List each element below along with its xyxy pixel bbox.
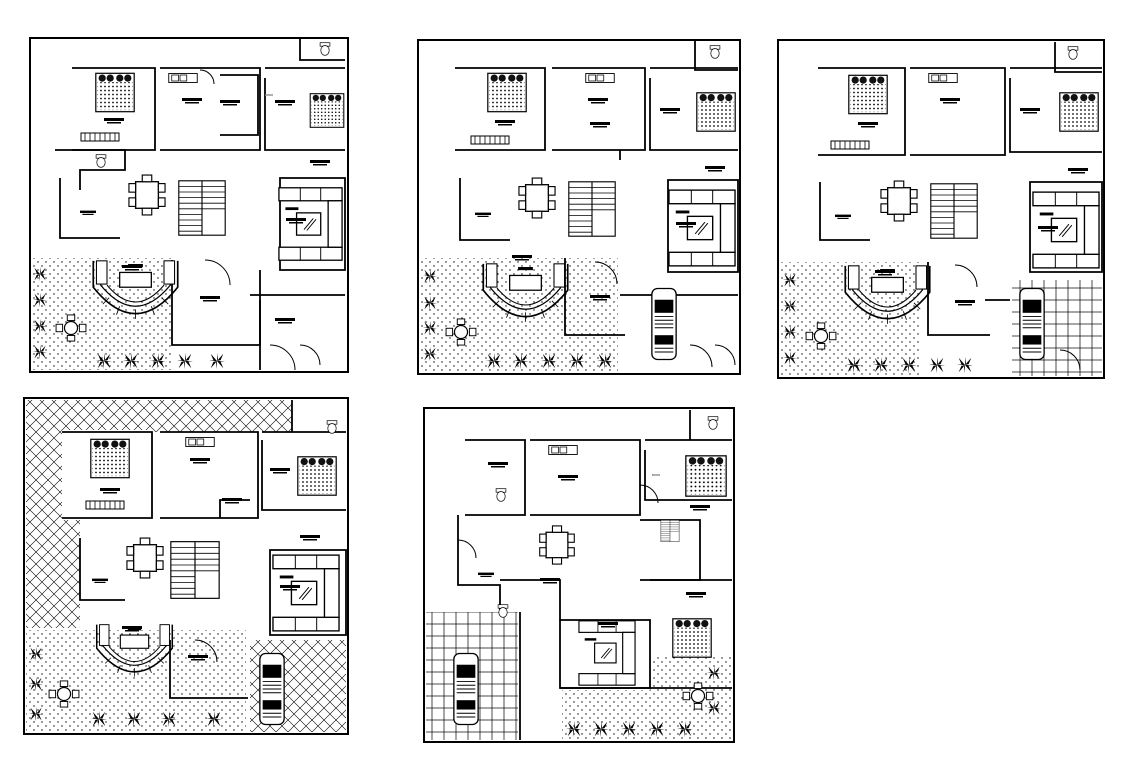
plan-5-lawn-2 [650, 655, 732, 690]
floor-plan-5 [423, 407, 735, 743]
plan-5-kitchen-counter [548, 444, 578, 456]
plan-1-bed-2 [309, 93, 345, 128]
floor-plan-4 [23, 397, 349, 735]
plan-5-toilet-2 [495, 488, 507, 502]
plan-5-bed [685, 455, 727, 497]
plan-2-kitchen-counter [585, 72, 615, 84]
plan-1-stairs [178, 180, 226, 236]
plan-5-wardrobe [652, 472, 660, 478]
plan-1-doors [199, 69, 321, 371]
plan-4-kitchen-counter [185, 436, 215, 448]
floor-plan-1 [29, 37, 349, 373]
plan-5-toilet [707, 416, 719, 430]
plan-3-kitchen-counter [928, 72, 958, 84]
plan-4-wardrobe [85, 500, 125, 510]
plan-5-washbasin [497, 604, 509, 618]
plan-3-bed [848, 74, 888, 115]
plan-2-car [651, 287, 677, 361]
plan-3-stairs [930, 183, 978, 239]
plan-5-car [453, 652, 479, 726]
plan-4-bed [90, 438, 130, 479]
plan-4-hatched-area [26, 400, 292, 628]
plan-1-kitchen-counter [168, 72, 198, 84]
plan-1-wardrobe [80, 132, 120, 142]
plan-4-stairs [170, 541, 220, 599]
floor-plan-3 [777, 39, 1105, 379]
plan-5-stairs [660, 520, 680, 542]
plan-1-bed [95, 72, 135, 113]
plan-4-car [259, 652, 285, 726]
plan-1-wardrobe-2 [265, 92, 273, 98]
plan-4-doors [194, 639, 218, 663]
plan-2-bed [487, 72, 527, 113]
floor-plan-2 [417, 39, 741, 375]
plan-2-wardrobe [470, 135, 510, 145]
plan-4-bed-2 [297, 456, 337, 496]
plan-3-car [1019, 287, 1045, 361]
plan-2-stairs [568, 181, 616, 237]
plan-2-toilet [709, 45, 721, 59]
plan-3-toilet [1067, 46, 1079, 60]
plan-1-toilet [95, 154, 107, 168]
plan-5-bed-2 [672, 618, 712, 658]
plan-3-doors [954, 264, 1081, 371]
plan-2-doors [594, 261, 736, 368]
plan-3-wardrobe [830, 140, 870, 150]
plan-4-toilet [326, 420, 338, 434]
plan-5-doors [457, 484, 659, 559]
plan-3-bed-2 [1059, 92, 1099, 132]
plan-2-bed-2 [696, 92, 736, 132]
plan-1-toilet-2 [319, 42, 331, 56]
